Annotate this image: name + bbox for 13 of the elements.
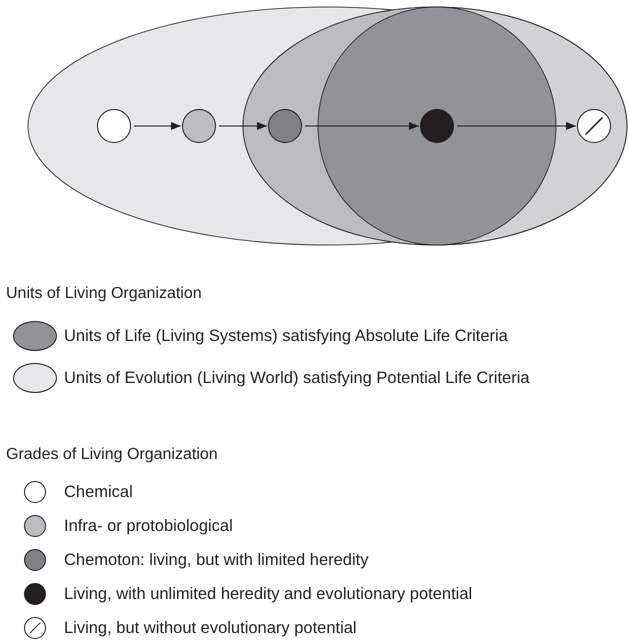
arrow — [305, 122, 419, 130]
arrow — [219, 122, 267, 130]
legend-text: Units of Evolution (Living World) satisfying Potential Life Criteria — [64, 368, 530, 388]
arrow — [134, 122, 181, 130]
legend-text: Living, with unlimited heredity and evolutionary potential — [64, 584, 472, 604]
arrow — [457, 122, 576, 130]
legend-text: Living, but without evolutionary potential — [64, 618, 357, 638]
legend-text: Chemoton: living, but with limited heredity — [64, 550, 368, 570]
legend-text: Chemical — [64, 482, 133, 502]
legend-heading: Grades of Living Organization — [6, 446, 218, 464]
legend-text: Infra- or protobiological — [64, 516, 233, 536]
legend-text: Units of Life (Living Systems) satisfying Absolute Life Criteria — [64, 326, 508, 346]
legend-heading: Units of Living Organization — [6, 285, 202, 303]
